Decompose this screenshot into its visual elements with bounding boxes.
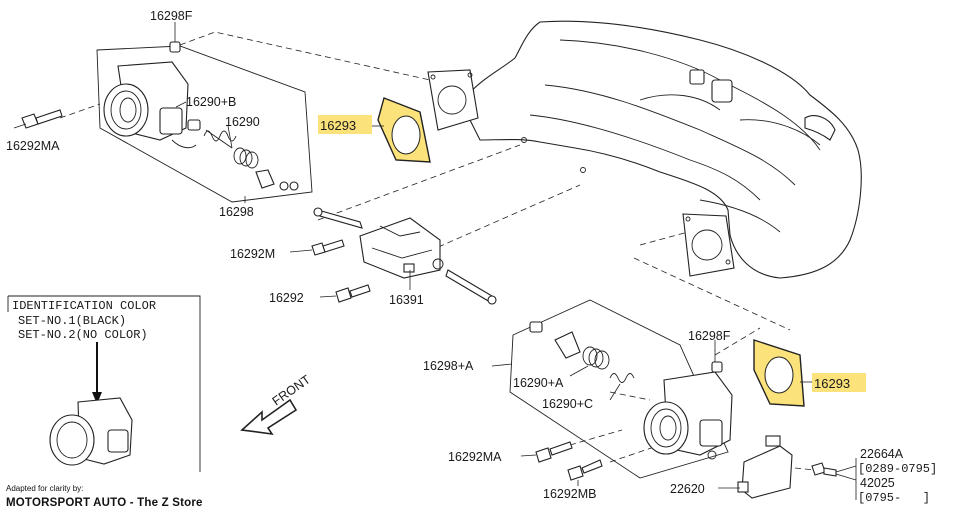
bolt-16292ma-lower-icon (535, 441, 573, 463)
label-16290b: 16290+B (186, 95, 236, 109)
part-labels: 16298F 16290+B 16290 16292MA 16293 16298… (6, 9, 937, 505)
label-22620: 22620 (670, 482, 705, 496)
label-16292ma-bottom: 16292MA (448, 450, 502, 464)
label-16292ma-left: 16292MA (6, 139, 60, 153)
label-16292: 16292 (269, 291, 304, 305)
bolt-16298f-right-icon (711, 361, 723, 373)
label-22664a-date: [0289-0795] (858, 462, 937, 476)
label-16298f-top: 16298F (150, 9, 193, 23)
upper-throttle-body-group (21, 41, 313, 203)
intake-manifold (427, 20, 862, 279)
arrow-down-icon (92, 392, 102, 404)
highlight-16293-right (812, 373, 866, 392)
throttle-bracket-16391 (313, 207, 497, 305)
label-16293-left: 16293 (320, 118, 356, 133)
gasket-16293-upper (377, 97, 431, 163)
bolt-16292ma-icon (21, 109, 63, 129)
label-16298a: 16298+A (423, 359, 474, 373)
spring-16290c-icon (609, 373, 635, 383)
highlight-16293-left (318, 115, 372, 134)
label-16298: 16298 (219, 205, 254, 219)
label-42025: 42025 (860, 476, 895, 490)
screw-22664a-icon (811, 462, 837, 477)
label-22664a: 22664A (860, 447, 904, 461)
lower-throttle-body-group (509, 299, 733, 479)
id-box-title: IDENTIFICATION COLOR (12, 299, 156, 313)
label-16290c: 16290+C (542, 397, 593, 411)
id-box-line2: SET-NO.2(NO COLOR) (18, 328, 148, 342)
bolt-16298f-icon (169, 41, 181, 53)
identification-box: IDENTIFICATION COLOR SET-NO.1(BLACK) SET… (7, 295, 201, 472)
credit-small-text: Adapted for clarity by: (6, 484, 84, 493)
credit-brand: MOTORSPORT AUTO - The Z Store (6, 497, 203, 509)
bolt-16292mb-icon (567, 459, 603, 481)
label-16391: 16391 (389, 293, 424, 307)
spring-16290-icon (233, 147, 259, 169)
label-16290: 16290 (225, 115, 260, 129)
front-arrow: FRONT (240, 372, 313, 436)
sensor-22620-icon (737, 435, 793, 499)
credit-block: Adapted for clarity by: MOTORSPORT AUTO … (6, 484, 203, 511)
label-16298f-right: 16298F (688, 329, 731, 343)
label-16292mb: 16292MB (543, 487, 597, 501)
label-16290a: 16290+A (513, 376, 564, 390)
label-16292m: 16292M (230, 247, 275, 261)
bolt-16292m-icon (311, 239, 345, 256)
id-box-line1: SET-NO.1(BLACK) (18, 314, 126, 328)
gasket-16293-lower (753, 339, 805, 407)
leader-lines (13, 22, 857, 500)
throttle-body-id-icon (49, 397, 133, 466)
label-16293-right: 16293 (814, 376, 850, 391)
bolt-16292-icon (335, 284, 371, 303)
spring-16290a-icon (582, 346, 610, 370)
label-42025-date: [0795- ] (858, 491, 930, 505)
